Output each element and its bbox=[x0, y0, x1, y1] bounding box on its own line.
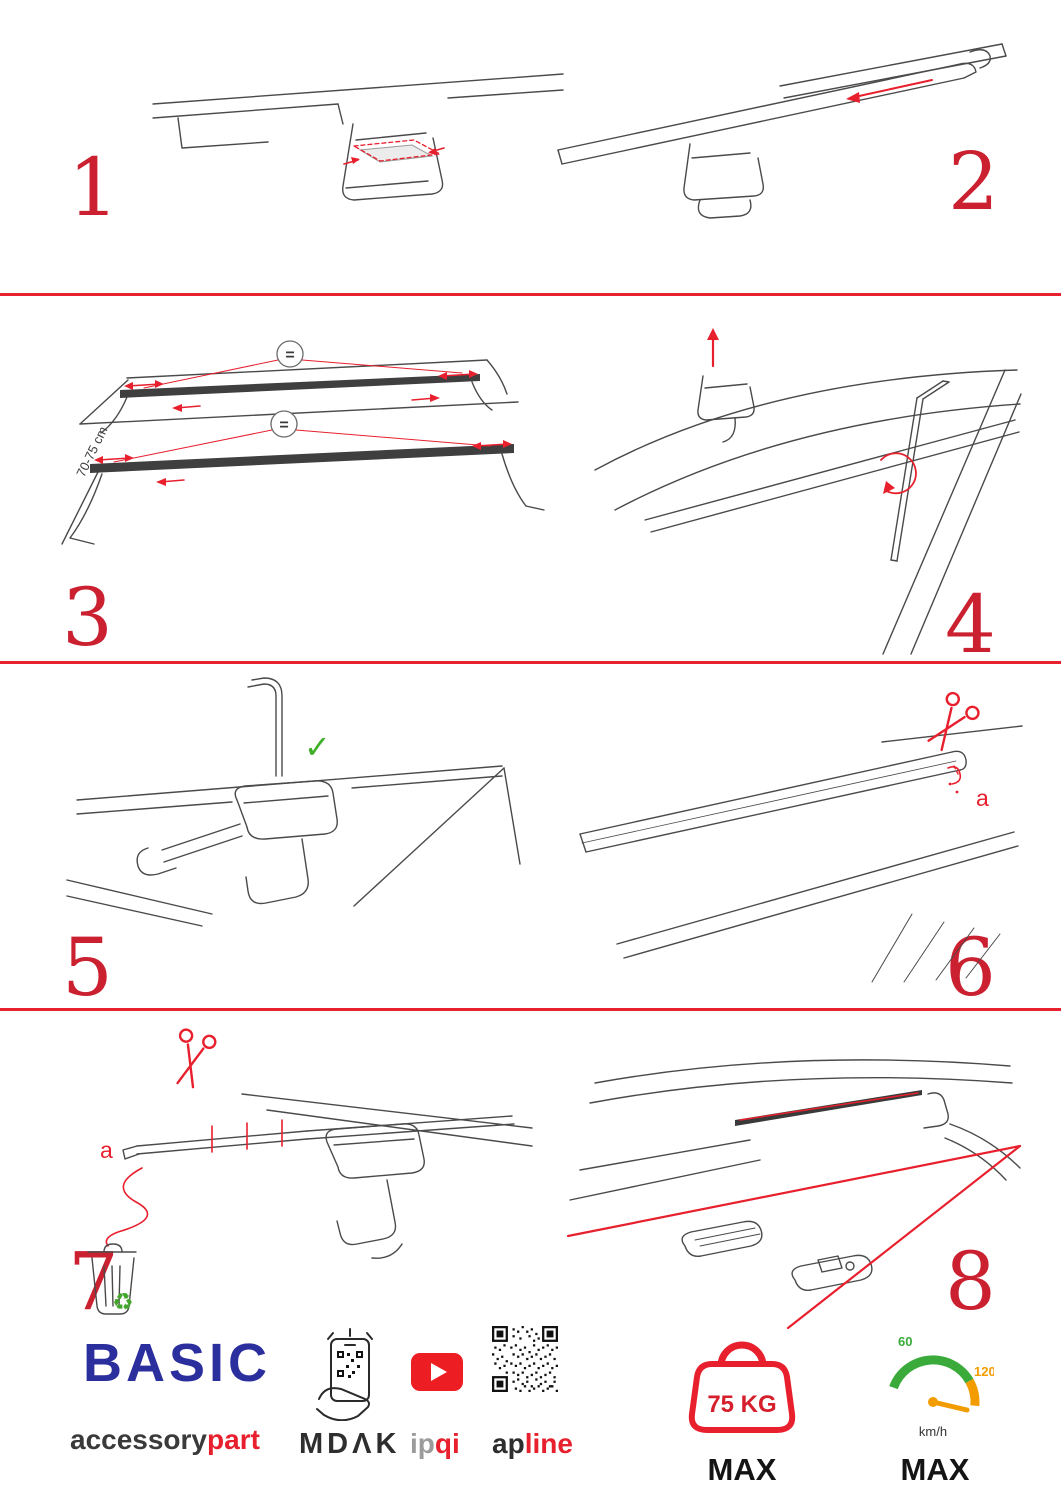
step-2-illustration bbox=[557, 43, 1007, 219]
front-crossbar bbox=[90, 444, 514, 473]
slide-arrow bbox=[846, 79, 933, 103]
step-7-illustration: a ♻ bbox=[87, 1028, 533, 1316]
speed-max-label: MAX bbox=[900, 1452, 970, 1487]
weight-max-label: MAX bbox=[707, 1452, 777, 1487]
rubber-strip bbox=[735, 1090, 922, 1126]
step-6-number: 6 bbox=[945, 921, 996, 1014]
step-8-illustration bbox=[566, 1059, 1022, 1330]
step-4-number: 4 bbox=[945, 578, 996, 671]
speedometer-icon: 60 120 km/h bbox=[889, 1334, 994, 1439]
partner-logo-ipqi: ipqi bbox=[410, 1428, 460, 1460]
phone-qr-scan-icon bbox=[316, 1328, 373, 1421]
equal-sign-bottom: = bbox=[279, 417, 288, 434]
equal-badge-top bbox=[276, 340, 304, 368]
scissors-icon bbox=[927, 691, 980, 752]
equal-badge-bottom bbox=[270, 410, 298, 438]
rear-crossbar bbox=[120, 374, 480, 398]
speed-tick-high: 120 bbox=[974, 1364, 994, 1379]
weight-limit-value: 75 KG bbox=[707, 1391, 776, 1418]
step-8-number: 8 bbox=[945, 1235, 996, 1328]
partner-logo-apline-prefix: ap bbox=[492, 1428, 525, 1459]
step-3-illustration: = = 70-75 cm bbox=[61, 340, 545, 545]
trash-bin-icon bbox=[87, 1243, 137, 1315]
insert-arrows bbox=[343, 147, 445, 165]
scissors-icon bbox=[176, 1028, 217, 1089]
step-5-illustration: ✓ bbox=[66, 677, 521, 927]
dimension-arrows bbox=[94, 370, 512, 486]
checkmark-icon: ✓ bbox=[304, 729, 331, 765]
equal-sign-top: = bbox=[285, 347, 294, 364]
youtube-icon bbox=[411, 1353, 463, 1391]
speed-tick-low: 60 bbox=[898, 1334, 912, 1349]
step-4-illustration bbox=[594, 328, 1022, 655]
discard-squiggle-line bbox=[105, 1167, 149, 1247]
partner-logo-apline-suffix: line bbox=[524, 1428, 573, 1459]
section-divider-2 bbox=[0, 661, 1061, 664]
brand-subtitle-suffix: part bbox=[207, 1424, 260, 1455]
step-1-illustration bbox=[152, 73, 564, 201]
cut-point-label: a bbox=[976, 785, 989, 811]
insert-up-arrow bbox=[707, 328, 719, 368]
section-divider-1 bbox=[0, 293, 1061, 296]
brand-title: BASIC bbox=[83, 1333, 272, 1393]
partner-logo-apline: apline bbox=[492, 1428, 573, 1460]
strip-highlight-line bbox=[739, 1092, 919, 1121]
recycle-icon: ♻ bbox=[112, 1289, 134, 1316]
cut-ticks bbox=[211, 1119, 283, 1153]
brand-subtitle-prefix: accessory bbox=[70, 1424, 208, 1455]
weight-limit-icon: 75 KG bbox=[688, 1341, 796, 1433]
step-5-number: 5 bbox=[62, 921, 113, 1014]
speed-unit-label: km/h bbox=[919, 1424, 947, 1439]
rubber-pad bbox=[358, 144, 434, 163]
equal-distance-lines-top bbox=[143, 359, 463, 389]
cut-marks bbox=[947, 765, 962, 794]
partner-logo-mdak: MDΛK bbox=[299, 1428, 401, 1460]
qr-code-icon bbox=[492, 1326, 558, 1392]
step-3-number: 3 bbox=[62, 571, 113, 664]
step-1-number: 1 bbox=[68, 141, 119, 234]
brand-subtitle: accessorypart bbox=[70, 1424, 260, 1456]
step-7-number: 7 bbox=[68, 1235, 119, 1328]
equal-distance-lines-bottom bbox=[113, 429, 491, 463]
speedometer-needle bbox=[930, 1399, 970, 1413]
partner-logo-ipqi-prefix: ip bbox=[410, 1428, 435, 1459]
step-6-illustration: a bbox=[579, 691, 1023, 983]
tighten-rotation-arrow bbox=[880, 452, 917, 495]
alignment-guide-lines bbox=[566, 1144, 1022, 1330]
cut-strip-label: a bbox=[100, 1137, 113, 1163]
partner-logo-ipqi-suffix: qi bbox=[434, 1428, 460, 1459]
section-divider-3 bbox=[0, 1008, 1061, 1011]
step-2-number: 2 bbox=[948, 135, 999, 228]
